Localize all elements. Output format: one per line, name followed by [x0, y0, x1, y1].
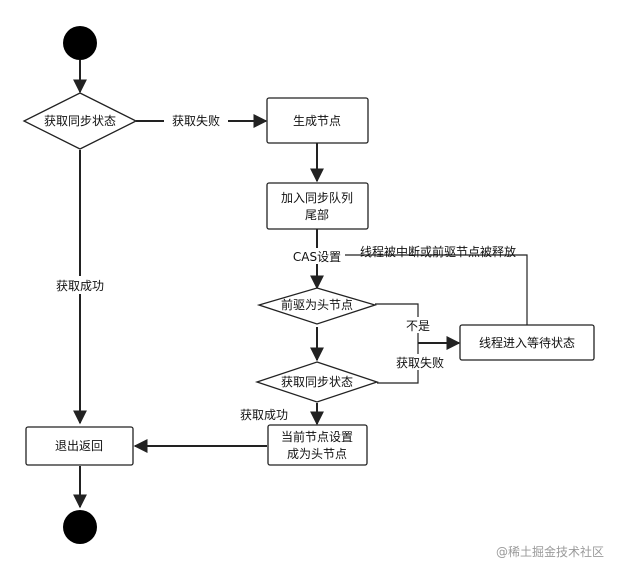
edge-label-acquire-success: 获取成功: [56, 279, 104, 293]
decision-acquire: [22, 92, 138, 150]
set-head-label-line2: 成为头节点: [287, 447, 347, 461]
watermark: @稀土掘金技术社区: [496, 544, 604, 559]
exit-label: 退出返回: [55, 439, 103, 453]
end-node: [63, 510, 97, 544]
enqueue-label-line1: 加入同步队列: [281, 190, 353, 205]
edge-label-acquire2-fail: 获取失败: [396, 355, 444, 370]
generate-node-label: 生成节点: [293, 114, 341, 128]
generate-node-box: [266, 97, 369, 144]
exit-box: [25, 426, 134, 466]
edge-interrupt-loop: [345, 254, 528, 325]
enqueue-box: [266, 182, 369, 230]
edge-label-acquire2-success: 获取成功: [240, 408, 288, 422]
enqueue-label-line2: 尾部: [305, 207, 329, 222]
edge-label-interrupt: 线程被中断或前驱节点被释放: [360, 244, 516, 259]
edge-label-acquire-fail: 获取失败: [172, 113, 220, 128]
wait-state-box: [459, 324, 595, 361]
decision-prev-head-label: 前驱为头节点: [281, 297, 353, 312]
set-head-box: [267, 424, 368, 466]
decision-prev-head: [256, 287, 378, 325]
start-node: [63, 26, 97, 60]
wait-state-label: 线程进入等待状态: [479, 335, 575, 350]
edge-label-cas: CAS设置: [293, 250, 341, 264]
set-head-label-line1: 当前节点设置: [281, 429, 353, 444]
edge-label-not-head: 不是: [406, 319, 430, 333]
decision-acquire2-label: 获取同步状态: [281, 375, 353, 389]
decision-acquire2: [254, 361, 380, 403]
decision-acquire-label: 获取同步状态: [44, 114, 116, 128]
